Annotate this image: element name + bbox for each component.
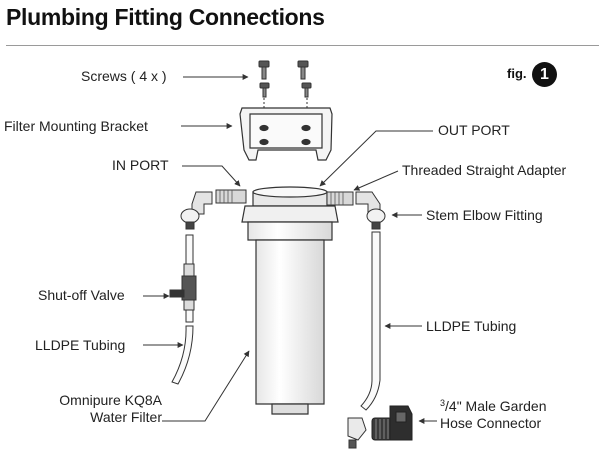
label-shut-off-valve: Shut-off Valve bbox=[38, 287, 125, 303]
screw-2 bbox=[297, 60, 309, 80]
leader-lines bbox=[143, 74, 437, 424]
screw-1 bbox=[258, 60, 270, 80]
label-garden-line1-rest: /4" Male Garden bbox=[445, 398, 547, 414]
leader-out-port bbox=[319, 130, 433, 187]
label-screws: Screws ( 4 x ) bbox=[81, 68, 167, 84]
shut-off-valve bbox=[169, 263, 197, 311]
label-filter-model-line2: Water Filter bbox=[90, 409, 162, 425]
screw-4 bbox=[301, 82, 312, 98]
right-fittings bbox=[326, 191, 386, 230]
right-adapter bbox=[326, 191, 354, 206]
left-tubing bbox=[171, 234, 194, 385]
label-lldpe-tubing-left: LLDPE Tubing bbox=[35, 337, 126, 353]
label-garden-line1: 3/4" Male Garden bbox=[440, 395, 546, 415]
leader-filter bbox=[162, 350, 250, 422]
label-garden-hose-connector: 3/4" Male Garden Hose Connector bbox=[440, 395, 546, 432]
filter-assembly bbox=[241, 186, 339, 415]
right-tubing bbox=[360, 231, 381, 411]
label-out-port: OUT PORT bbox=[438, 122, 510, 138]
screw-3 bbox=[259, 82, 270, 98]
title-divider bbox=[6, 45, 599, 46]
figure-prefix: fig. bbox=[507, 66, 527, 81]
label-filter-mounting-bracket: Filter Mounting Bracket bbox=[4, 118, 148, 134]
label-stem-elbow-fitting: Stem Elbow Fitting bbox=[426, 207, 543, 223]
label-filter-model: Omnipure KQ8A Water Filter bbox=[19, 392, 162, 426]
leader-adapter bbox=[353, 170, 399, 191]
label-threaded-straight-adapter: Threaded Straight Adapter bbox=[402, 162, 567, 178]
fraction-numerator: 3 bbox=[440, 398, 446, 408]
figure-number-badge: 1 bbox=[532, 62, 557, 87]
tubing-end-elbow bbox=[347, 417, 367, 449]
label-lldpe-tubing-right: LLDPE Tubing bbox=[426, 318, 517, 334]
label-filter-model-line1: Omnipure KQ8A bbox=[59, 392, 162, 408]
mounting-bracket bbox=[239, 107, 333, 161]
page-title: Plumbing Fitting Connections bbox=[6, 4, 325, 30]
label-garden-line2: Hose Connector bbox=[440, 415, 542, 431]
left-adapter bbox=[215, 189, 247, 204]
garden-hose-connector bbox=[371, 405, 413, 441]
left-fittings bbox=[180, 189, 247, 230]
label-in-port: IN PORT bbox=[112, 157, 169, 173]
left-elbow-fitting bbox=[191, 191, 213, 215]
leader-in-port bbox=[182, 165, 241, 187]
